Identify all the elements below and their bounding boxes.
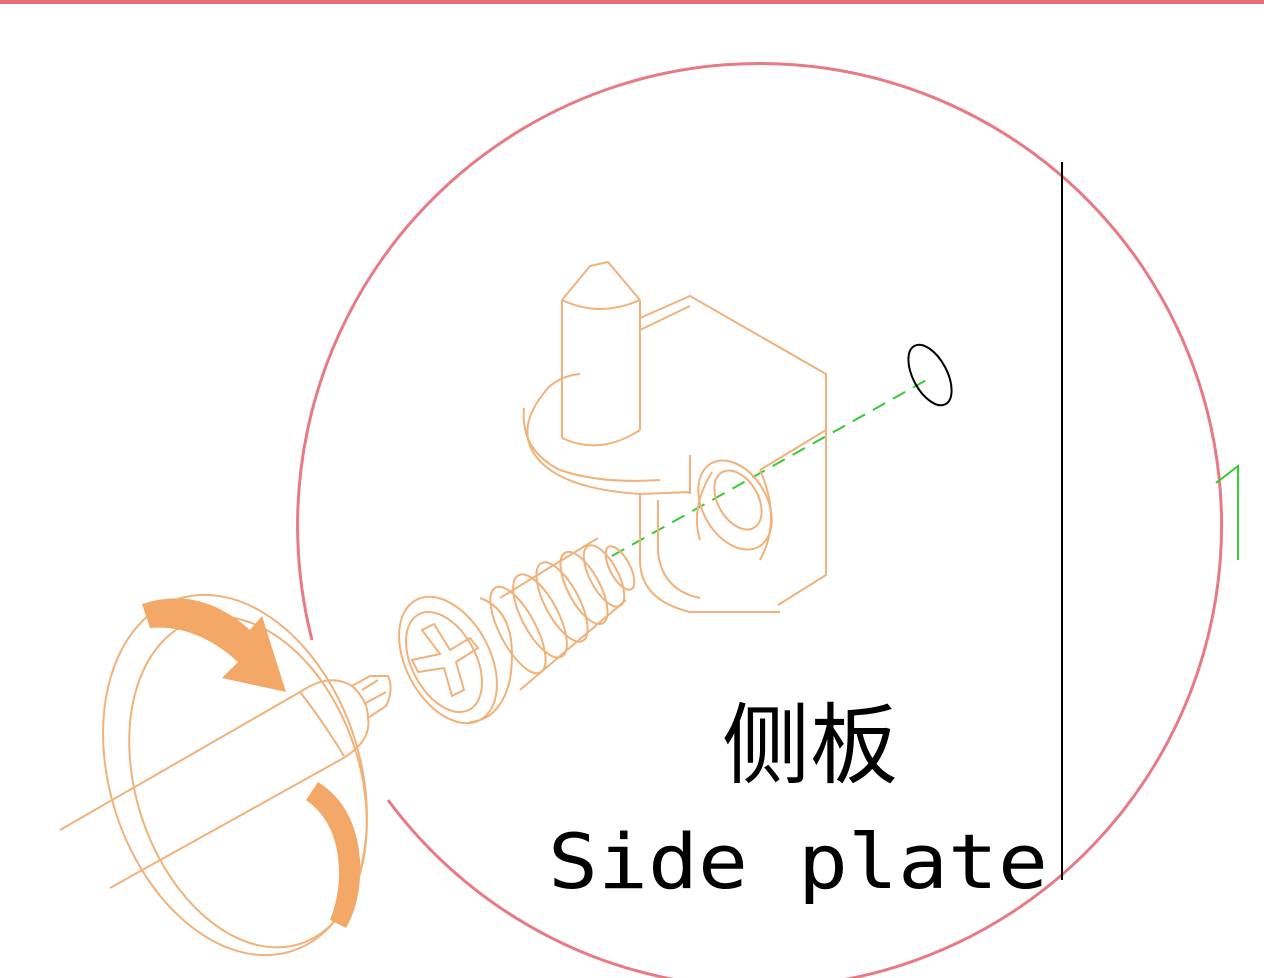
- rotation-arrow-icon: [142, 598, 361, 928]
- label-cn: 侧板: [722, 694, 898, 797]
- axis-marker: [1215, 463, 1239, 560]
- screwdriver-icon: [59, 675, 392, 889]
- center-axis-line: [611, 377, 931, 557]
- plate-hole: [907, 343, 953, 407]
- label-en: Side plate: [548, 817, 1048, 906]
- detail-circle: [296, 61, 1224, 978]
- shelf-support-bracket-icon: [522, 261, 827, 613]
- screw-icon: [398, 537, 636, 725]
